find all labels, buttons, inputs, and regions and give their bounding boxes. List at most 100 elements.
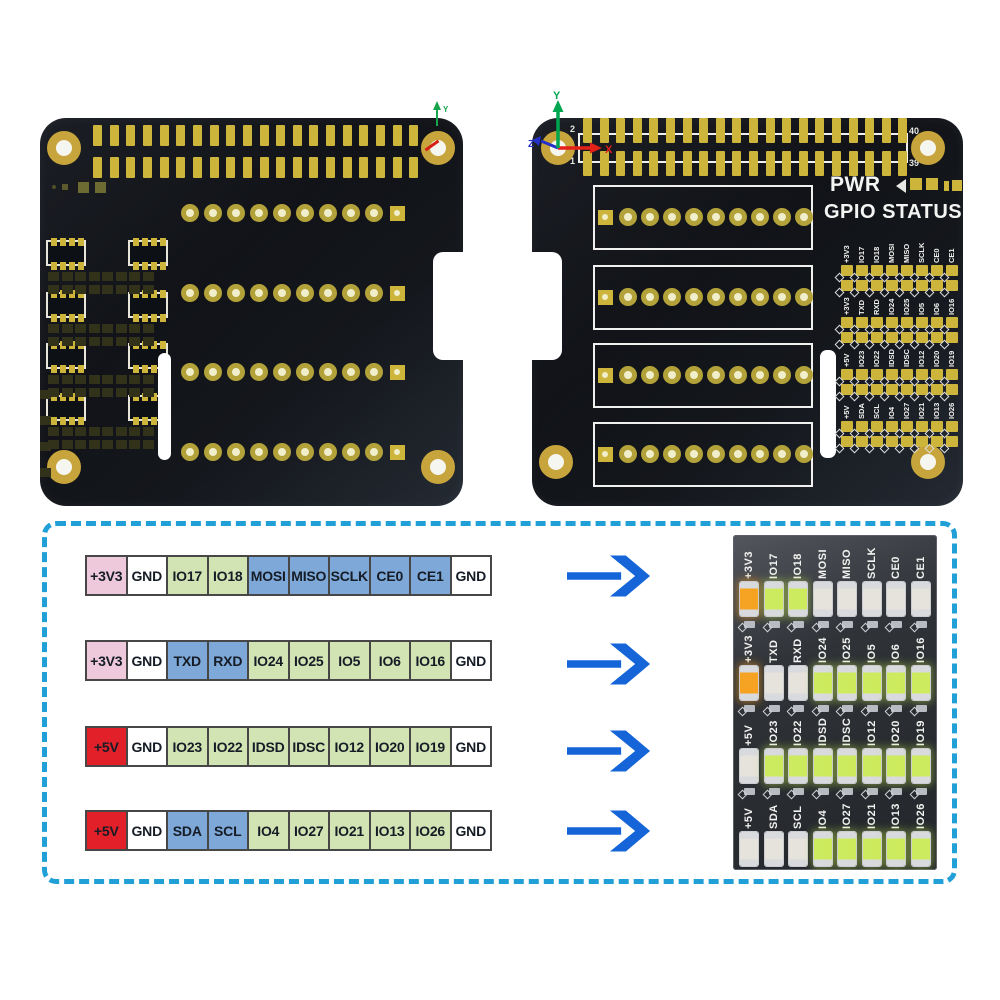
gpio-label: IO22 [792, 720, 805, 746]
pin-hole [773, 208, 791, 226]
unpopulated-pad [40, 416, 51, 425]
unpopulated-pad [48, 324, 59, 333]
unpopulated-pad [129, 337, 140, 346]
axis-y-label: Y [443, 105, 449, 114]
pwr-label: PWR [830, 173, 881, 196]
pin-cell: IO18 [206, 557, 247, 594]
solder-pad-icon [881, 118, 891, 143]
solder-pad-icon [865, 118, 875, 143]
axis-y-arrow-icon [433, 101, 441, 110]
solder-pad-icon [276, 125, 286, 146]
unpopulated-pad [61, 427, 73, 436]
ic-pad [142, 262, 148, 270]
led-pad [856, 332, 868, 343]
unpopulated-pad [48, 427, 59, 436]
pin-hole [619, 288, 637, 306]
gpio-label: SCL [872, 404, 881, 419]
solder-pad-icon [715, 151, 725, 176]
led-pad [886, 280, 898, 291]
led-pad [817, 788, 829, 795]
led [862, 582, 881, 616]
ic-pad [78, 262, 84, 270]
resistor-pad [856, 421, 868, 432]
pin-cell: GND [449, 642, 490, 679]
pin-hole [296, 443, 314, 461]
pin-hole [296, 284, 314, 302]
solder-pad-icon [259, 157, 269, 178]
pin-cell: IO23 [166, 728, 207, 765]
solder-pad-icon [142, 157, 152, 178]
gpio-label: IO23 [857, 350, 866, 367]
pin-hole [795, 366, 813, 384]
solder-pad-icon [242, 125, 252, 146]
resistor-pad [946, 369, 958, 380]
pin-hole-square [598, 367, 613, 383]
ic-pad [69, 262, 75, 270]
resistor-pad [871, 421, 883, 432]
gpio-label: IO19 [947, 350, 956, 367]
led-pad [891, 621, 903, 628]
pin-hole-square [390, 364, 405, 380]
solder-pad-icon [109, 125, 119, 146]
unpopulated-pad [115, 272, 127, 281]
pin-hole [365, 443, 383, 461]
led-pad [841, 436, 853, 447]
led [887, 832, 906, 866]
axis-y-arrow-icon [552, 100, 564, 112]
led-pad [891, 705, 903, 712]
led [740, 582, 758, 616]
led-pad [856, 384, 868, 395]
solder-pad-icon [176, 125, 186, 146]
solder-pad-icon [292, 157, 302, 178]
pin-cell: GND [125, 557, 166, 594]
solder-pad-icon [259, 125, 269, 146]
led [789, 582, 808, 616]
pin-hole [204, 443, 222, 461]
unpopulated-pad [129, 375, 140, 384]
gpio-label: SCL [792, 805, 805, 830]
ic-footprint [128, 290, 168, 322]
solder-pad-icon [309, 125, 319, 146]
led [789, 666, 808, 700]
led [764, 749, 783, 783]
gpio-label: IO12 [865, 720, 878, 746]
gpio-label: IO6 [932, 302, 941, 315]
resistor-pad [946, 265, 958, 276]
gpio-label: +5V [743, 807, 755, 829]
pin-hole [250, 363, 268, 381]
gpio-label: +3V3 [743, 635, 755, 663]
gpio-label: IO19 [914, 720, 927, 746]
ic-footprint [46, 290, 86, 322]
unpopulated-pad [129, 285, 140, 294]
led-pad [916, 280, 928, 291]
solder-pad-icon [326, 157, 336, 178]
gpio-label: IDSD [816, 717, 829, 746]
pin-hole [181, 204, 199, 222]
led-pad [916, 332, 928, 343]
ic-pad [69, 365, 75, 373]
solder-pad-icon [898, 151, 908, 176]
pin-hole [250, 443, 268, 461]
unpopulated-pad [115, 324, 127, 333]
solder-pad-icon [848, 151, 858, 176]
gpio-label: IO26 [914, 803, 927, 829]
led [911, 749, 930, 783]
ic-pad [78, 365, 84, 373]
gpio-label: CE0 [932, 248, 941, 263]
ic-pad [51, 314, 57, 322]
resistor-pad [886, 369, 898, 380]
led [813, 832, 832, 866]
led [813, 749, 832, 783]
unpopulated-pad [115, 337, 127, 346]
ic-pad [133, 238, 139, 246]
pin-hole [319, 204, 337, 222]
led-symbol-icon [896, 179, 906, 193]
gpio-label: IO4 [816, 809, 829, 829]
led-pad [744, 621, 755, 628]
led [789, 749, 808, 783]
gpio-label: IO18 [792, 553, 805, 579]
resistor-pad [841, 421, 853, 432]
